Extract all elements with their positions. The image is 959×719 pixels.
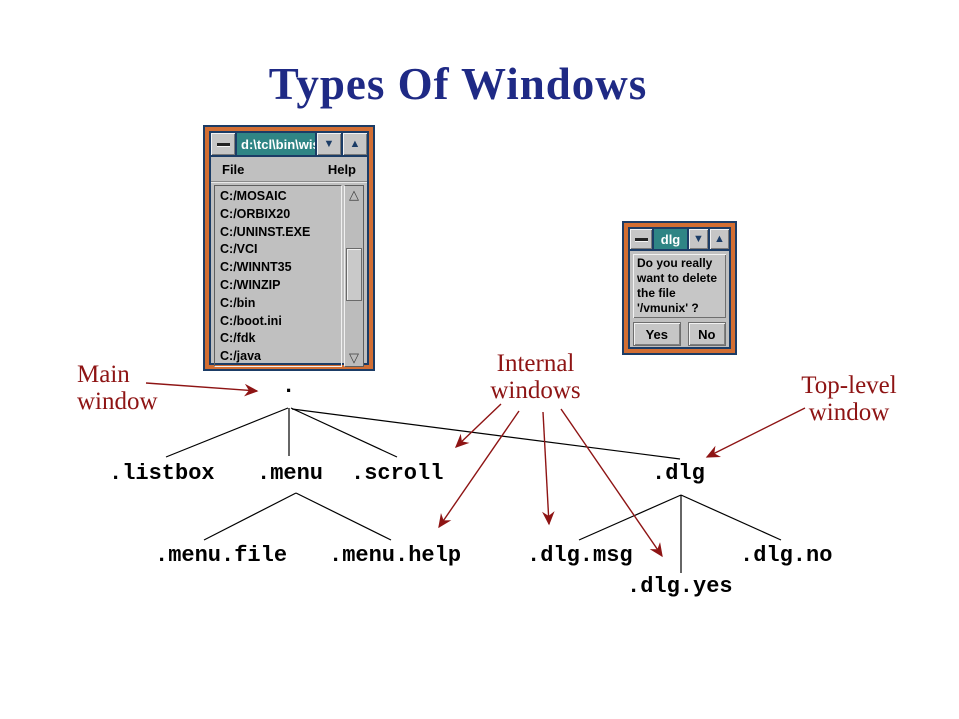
tree-node-root: . — [282, 374, 296, 399]
tree-node-menu-help: .menu.help — [329, 543, 462, 568]
minimize-button[interactable] — [211, 133, 235, 155]
list-item[interactable]: C:/fdk — [220, 331, 256, 346]
dialog-title: dlg — [654, 229, 687, 249]
dialog-message: Do you really want to delete the file '/… — [633, 254, 726, 318]
edge-root-listbox — [165, 407, 289, 458]
menu-help[interactable]: Help — [327, 161, 356, 177]
main-window-label-line2: window — [77, 388, 158, 415]
tree-node-dlg-no: .dlg.no — [740, 543, 833, 568]
chevron-down-icon: ▼ — [323, 138, 335, 150]
internal-windows-label: Internal windows — [468, 350, 603, 404]
annotation-arrows — [145, 382, 806, 558]
no-button[interactable]: No — [687, 322, 726, 346]
list-item[interactable]: C:/bin — [220, 295, 256, 310]
main-window-label-line1: Main — [77, 361, 130, 388]
page-title: Types Of Windows — [268, 59, 648, 109]
main-window: d:\tcl\bin\wish41. ▼ ▲ File Help C:/MOSA… — [203, 125, 375, 371]
list-item[interactable]: C:/ORBIX20 — [220, 206, 291, 221]
list-item[interactable]: C:/UNINST.EXE — [220, 224, 311, 239]
menu-file[interactable]: File — [222, 161, 245, 177]
main-window-label: Main window — [77, 361, 158, 415]
chevron-down-icon: ▼ — [693, 233, 704, 245]
edge-root-scroll — [290, 407, 398, 458]
tree-node-dlg: .dlg — [652, 461, 705, 486]
tree-node-menu: .menu — [257, 461, 324, 486]
main-window-content: C:/MOSAIC C:/ORBIX20 C:/UNINST.EXE C:/VC… — [211, 182, 367, 370]
internal-windows-label-line1: Internal — [496, 350, 575, 377]
yes-button[interactable]: Yes — [633, 322, 681, 346]
toplevel-window-label-line2: window — [808, 399, 890, 426]
edge-menu-file — [203, 492, 297, 541]
toplevel-window-label: Top-level window — [788, 372, 910, 426]
dialog-minimize-button[interactable] — [630, 229, 652, 249]
arrow-internal-to-menuhelp — [438, 410, 520, 529]
list-item[interactable]: C:/WINZIP — [220, 277, 281, 292]
chevron-up-icon: ▲ — [349, 138, 361, 150]
tree-node-dlg-yes: .dlg.yes — [627, 574, 733, 599]
list-item[interactable]: C:/WINNT35 — [220, 260, 292, 275]
tree-node-listbox: .listbox — [109, 461, 215, 486]
dialog-button-row: Yes No — [630, 321, 729, 349]
tree-node-scroll: .scroll — [351, 461, 444, 486]
dialog-window-frame: dlg ▼ ▲ Do you really want to delete the… — [628, 227, 731, 349]
dialog-titlebar[interactable]: dlg ▼ ▲ — [630, 229, 729, 251]
edge-menu-help — [295, 492, 392, 541]
edge-dlg-msg — [578, 494, 682, 541]
minimize-icon — [634, 237, 648, 241]
window-shade-down-button[interactable]: ▼ — [317, 133, 341, 155]
edge-dlg-no — [680, 494, 782, 541]
dialog-shade-down-button[interactable]: ▼ — [689, 229, 708, 249]
arrow-main-to-root — [145, 382, 259, 397]
list-item[interactable]: C:/VCI — [220, 242, 258, 257]
minimize-icon — [216, 142, 230, 146]
chevron-up-icon: ▲ — [714, 233, 725, 245]
scroll-down-icon[interactable]: ▽ — [349, 350, 359, 366]
main-window-titlebar[interactable]: d:\tcl\bin\wish41. ▼ ▲ — [211, 133, 367, 157]
arrow-internal-to-dlgmsg — [542, 411, 555, 526]
dialog-shade-up-button[interactable]: ▲ — [710, 229, 729, 249]
list-item[interactable]: C:/java — [220, 349, 261, 364]
scrollbar[interactable]: △ ▽ — [344, 185, 364, 367]
internal-windows-label-line2: windows — [490, 377, 581, 404]
arrow-internal-to-dlgyes — [560, 408, 663, 558]
list-item[interactable]: C:/MOSAIC — [220, 189, 287, 203]
main-window-frame: d:\tcl\bin\wish41. ▼ ▲ File Help C:/MOSA… — [209, 131, 369, 367]
scroll-up-icon[interactable]: △ — [349, 186, 359, 202]
scrollbar-thumb[interactable] — [346, 248, 362, 301]
list-item[interactable]: C:/boot.ini — [220, 313, 282, 328]
edge-root-dlg — [291, 408, 681, 460]
main-window-title: d:\tcl\bin\wish41. — [237, 133, 315, 155]
dialog-window: dlg ▼ ▲ Do you really want to delete the… — [622, 221, 737, 355]
tree-node-menu-file: .menu.file — [155, 543, 288, 568]
window-shade-up-button[interactable]: ▲ — [343, 133, 367, 155]
arrow-internal-to-scroll — [454, 403, 502, 448]
tree-node-dlg-msg: .dlg.msg — [527, 543, 633, 568]
toplevel-window-label-line1: Top-level — [801, 372, 897, 399]
directory-listbox[interactable]: C:/MOSAIC C:/ORBIX20 C:/UNINST.EXE C:/VC… — [214, 185, 342, 367]
menubar: File Help — [211, 157, 367, 182]
